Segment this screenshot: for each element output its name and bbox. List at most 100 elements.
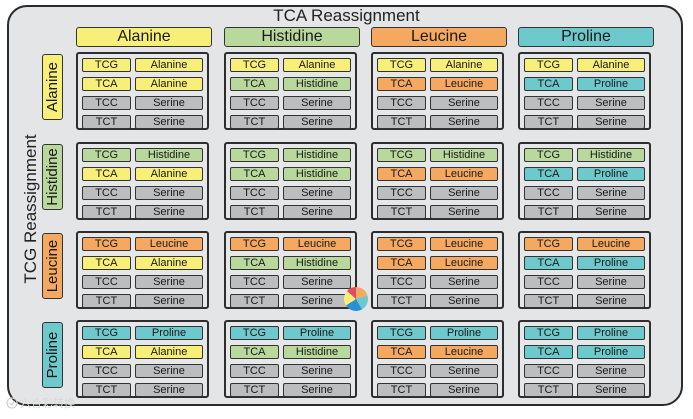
amino-acid-serine: Serine (430, 275, 498, 289)
codon-tca: TCA (82, 167, 131, 181)
amino-acid-serine: Serine (430, 383, 498, 397)
codon-tcg: TCG (230, 148, 279, 162)
amino-acid-serine: Serine (283, 96, 351, 110)
codon-tca: TCA (230, 256, 279, 270)
amino-acid-histidine: Histidine (430, 148, 498, 162)
amino-acid-histidine: Histidine (283, 167, 351, 181)
amino-acid-histidine: Histidine (283, 148, 351, 162)
amino-acid-serine: Serine (430, 205, 498, 219)
amino-acid-histidine: Histidine (577, 148, 645, 162)
codon-tct: TCT (82, 205, 131, 219)
codon-tcg: TCG (524, 326, 573, 340)
codon-tcg: TCG (524, 237, 573, 251)
amino-acid-leucine: Leucine (430, 345, 498, 359)
codon-tcc: TCC (524, 186, 573, 200)
amino-acid-serine: Serine (283, 115, 351, 129)
col-header-leucine: Leucine (371, 27, 507, 47)
amino-acid-serine: Serine (577, 186, 645, 200)
codon-tcg: TCG (524, 58, 573, 72)
amino-acid-proline: Proline (430, 326, 498, 340)
codon-tct: TCT (82, 115, 131, 129)
side-title: TCG Reassignment (21, 134, 40, 284)
amino-acid-serine: Serine (135, 294, 203, 308)
row-header-histidine: Histidine (42, 144, 63, 210)
amino-acid-alanine: Alanine (135, 167, 203, 181)
amino-acid-histidine: Histidine (283, 345, 351, 359)
codon-tcc: TCC (230, 186, 279, 200)
codon-tcc: TCC (524, 364, 573, 378)
codon-tcg: TCG (377, 148, 426, 162)
codon-tcg: TCG (230, 237, 279, 251)
codon-tcc: TCC (230, 96, 279, 110)
amino-acid-serine: Serine (577, 275, 645, 289)
codon-tct: TCT (377, 205, 426, 219)
codon-tcc: TCC (377, 275, 426, 289)
codon-tcg: TCG (82, 58, 131, 72)
codon-tcg: TCG (82, 326, 131, 340)
amino-acid-serine: Serine (135, 115, 203, 129)
amino-acid-proline: Proline (577, 345, 645, 359)
row-header-label: Alanine (43, 61, 61, 113)
codon-tcc: TCC (524, 96, 573, 110)
amino-acid-serine: Serine (430, 96, 498, 110)
amino-acid-histidine: Histidine (283, 77, 351, 91)
amino-acid-proline: Proline (577, 326, 645, 340)
amino-acid-leucine: Leucine (577, 237, 645, 251)
codon-tct: TCT (524, 294, 573, 308)
codon-tct: TCT (230, 115, 279, 129)
amino-acid-leucine: Leucine (283, 237, 351, 251)
col-header-histidine: Histidine (224, 27, 360, 47)
pie-logo-icon (344, 286, 368, 311)
amino-acid-alanine: Alanine (135, 58, 203, 72)
row-header-alanine: Alanine (42, 54, 63, 120)
codon-tca: TCA (82, 345, 131, 359)
amino-acid-leucine: Leucine (430, 77, 498, 91)
amino-acid-leucine: Leucine (135, 237, 203, 251)
codon-tca: TCA (230, 77, 279, 91)
watermark: 六合彩转换 (6, 397, 75, 411)
codon-tca: TCA (524, 256, 573, 270)
amino-acid-serine: Serine (577, 383, 645, 397)
codon-tct: TCT (82, 383, 131, 397)
codon-tct: TCT (377, 115, 426, 129)
amino-acid-proline: Proline (577, 77, 645, 91)
amino-acid-serine: Serine (283, 275, 351, 289)
codon-tct: TCT (524, 205, 573, 219)
codon-tct: TCT (377, 383, 426, 397)
amino-acid-alanine: Alanine (577, 58, 645, 72)
amino-acid-serine: Serine (283, 186, 351, 200)
col-header-alanine: Alanine (76, 27, 212, 47)
amino-acid-alanine: Alanine (135, 256, 203, 270)
codon-tct: TCT (230, 205, 279, 219)
codon-tcc: TCC (377, 364, 426, 378)
amino-acid-proline: Proline (577, 167, 645, 181)
amino-acid-serine: Serine (430, 364, 498, 378)
amino-acid-alanine: Alanine (135, 77, 203, 91)
amino-acid-serine: Serine (430, 186, 498, 200)
amino-acid-serine: Serine (135, 205, 203, 219)
codon-tca: TCA (377, 77, 426, 91)
amino-acid-serine: Serine (135, 383, 203, 397)
codon-tcg: TCG (377, 58, 426, 72)
codon-tcg: TCG (377, 237, 426, 251)
amino-acid-proline: Proline (283, 326, 351, 340)
codon-tcc: TCC (377, 186, 426, 200)
amino-acid-serine: Serine (135, 364, 203, 378)
amino-acid-serine: Serine (283, 294, 351, 308)
codon-tcc: TCC (230, 275, 279, 289)
codon-tct: TCT (230, 383, 279, 397)
amino-acid-serine: Serine (577, 205, 645, 219)
amino-acid-serine: Serine (135, 186, 203, 200)
amino-acid-serine: Serine (577, 96, 645, 110)
codon-tct: TCT (377, 294, 426, 308)
codon-tcc: TCC (82, 275, 131, 289)
amino-acid-alanine: Alanine (135, 345, 203, 359)
amino-acid-serine: Serine (577, 364, 645, 378)
col-header-proline: Proline (518, 27, 654, 47)
